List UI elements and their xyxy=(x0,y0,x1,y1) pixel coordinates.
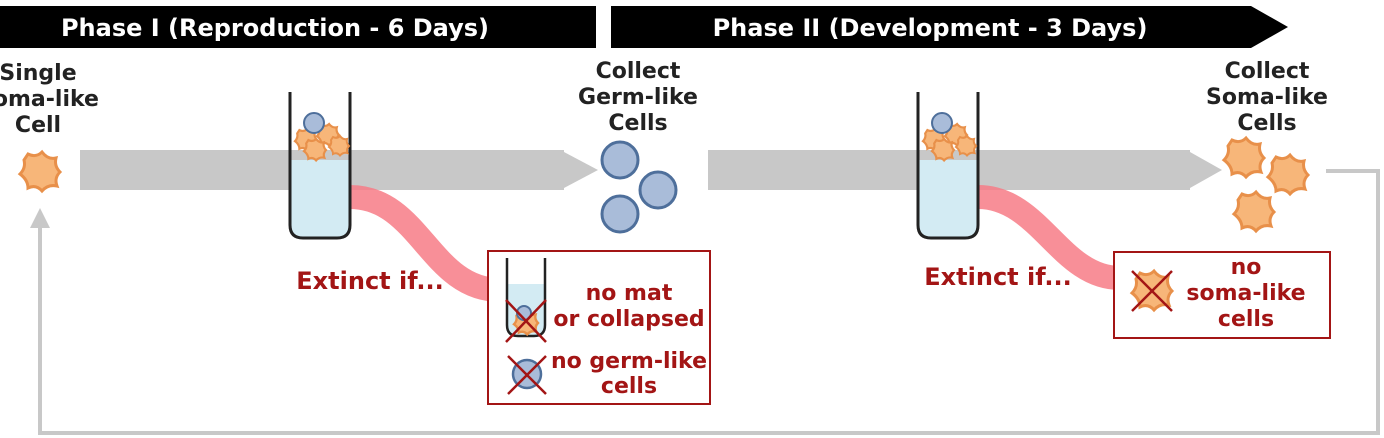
collect-soma-line-2: Soma-like xyxy=(1206,85,1328,110)
cross-icon-germ xyxy=(507,355,547,395)
condition-mat-line-1: no mat xyxy=(586,281,673,306)
tube-1-soma-3 xyxy=(302,137,328,162)
tube-1-liquid xyxy=(290,160,350,238)
germ-cell-1 xyxy=(600,140,640,180)
feedback-arrowhead xyxy=(30,208,50,228)
collect-germ-line-1: Collect xyxy=(596,59,681,84)
condition-soma-line-2: soma-like xyxy=(1186,281,1305,306)
soma-cells-collected xyxy=(1222,136,1310,233)
phase-1-bar xyxy=(0,6,596,48)
soma-cell-collected-3 xyxy=(1232,190,1276,233)
phase-2-label: Phase II (Development - 3 Days) xyxy=(713,14,1148,42)
soma-cell-collected-2 xyxy=(1266,153,1310,196)
flow-arrow-2-head xyxy=(1190,152,1222,188)
collect-soma-label: Collect Soma-like Cells xyxy=(1206,59,1328,136)
phase-2-arrowhead xyxy=(1251,6,1288,48)
conditions-box-phase-2: no soma-like cells xyxy=(1113,251,1331,339)
tube-1-wall xyxy=(288,92,352,240)
feedback-line xyxy=(38,169,1380,435)
condition-mat-line-2: or collapsed xyxy=(553,307,704,332)
collect-germ-line-2: Germ-like xyxy=(578,85,698,110)
tube-2-soma-3 xyxy=(930,137,956,162)
condition-germ-line-1: no germ-like xyxy=(551,349,707,374)
extinct-label-1: Extinct if... xyxy=(296,267,443,295)
tube-1-germ-cell xyxy=(303,112,325,134)
cross-icon-mat xyxy=(505,299,547,343)
condition-germ-line-2: cells xyxy=(601,374,657,399)
extinct-path-1 xyxy=(349,185,501,302)
collect-soma-line-1: Collect xyxy=(1225,59,1310,84)
cross-icon-soma xyxy=(1131,270,1173,312)
tube-2-soma-4 xyxy=(955,135,977,157)
condition-soma-line-3: cells xyxy=(1218,307,1274,332)
tube-2-liquid xyxy=(918,160,978,238)
phase-1-banner: Phase I (Reproduction - 6 Days) xyxy=(0,6,596,48)
feedback-loop xyxy=(38,169,1380,435)
conditions-box-phase-1: no mat or collapsed no germ-like cells xyxy=(487,250,711,405)
collect-soma-line-3: Cells xyxy=(1237,111,1296,136)
start-label-line-1: Single xyxy=(0,61,77,86)
tube-2 xyxy=(916,92,980,240)
soma-cell-collected-1 xyxy=(1222,136,1266,179)
germ-cell-2 xyxy=(638,170,678,210)
phase-1-label: Phase I (Reproduction - 6 Days) xyxy=(61,14,489,42)
tube-1-soma-4 xyxy=(328,135,350,157)
soma-cell-start xyxy=(18,150,62,193)
mini-tube-wall xyxy=(505,258,547,338)
tube-1 xyxy=(288,92,352,240)
germ-cell-3 xyxy=(600,194,640,234)
extinct-path-2 xyxy=(977,185,1121,290)
phase-2-banner: Phase II (Development - 3 Days) xyxy=(611,6,1288,48)
phase-2-bar xyxy=(611,6,1251,48)
start-label-line-3: Cell xyxy=(15,113,61,138)
collect-germ-label: Collect Germ-like Cells xyxy=(578,59,698,136)
flow-arrow-1-head xyxy=(564,152,598,188)
extinct-label-2: Extinct if... xyxy=(924,263,1071,291)
tube-2-wall xyxy=(916,92,980,240)
collect-germ-line-3: Cells xyxy=(608,111,667,136)
germ-cells-collected xyxy=(600,140,678,234)
condition-soma-line-1: no xyxy=(1231,255,1262,280)
start-label: Single Soma-like Cell xyxy=(0,61,99,138)
start-label-line-2: Soma-like xyxy=(0,87,99,112)
tube-2-germ-cell xyxy=(931,112,953,134)
